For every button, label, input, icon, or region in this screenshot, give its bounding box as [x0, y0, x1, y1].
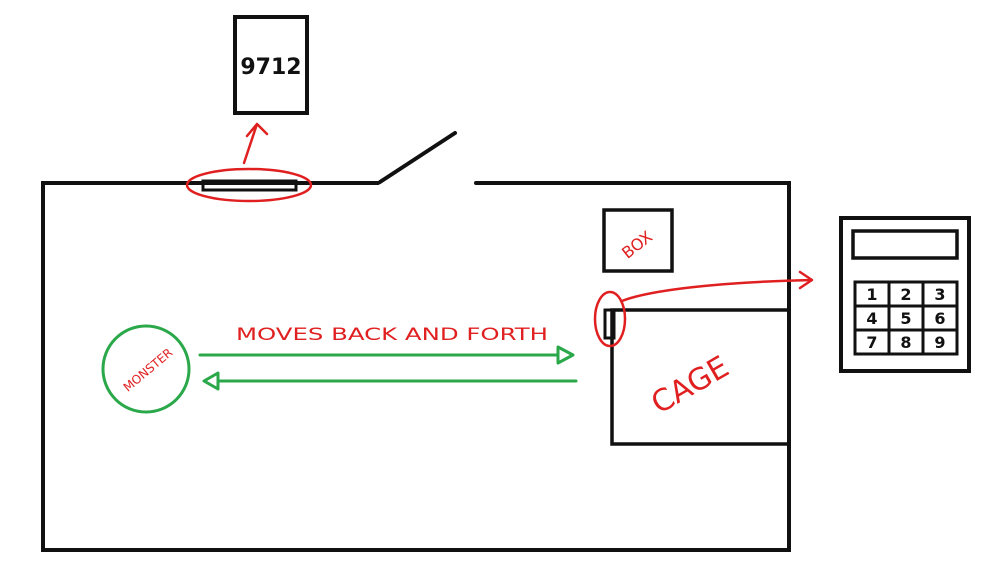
arrow-forth-head [556, 345, 575, 365]
keypad-key-label: 2 [900, 285, 911, 304]
keypad-keys: 1 2 3 4 5 6 7 8 9 [853, 280, 959, 356]
keypad-key-label: 5 [900, 309, 911, 328]
cage-label: CAGE [645, 349, 735, 421]
monster-path [198, 345, 578, 391]
room [41, 131, 791, 552]
keypad-key-6[interactable] [921, 304, 959, 332]
code-note [233, 15, 309, 115]
keypad-key-label: 4 [866, 309, 877, 328]
keypad-key-label: 3 [934, 285, 945, 304]
lock-zoom-arrow [620, 270, 814, 303]
code-note-text: 9712 [240, 55, 301, 80]
room-wall-left-top [41, 181, 791, 552]
keypad-key-9[interactable] [921, 328, 959, 356]
slot-highlight-circle [185, 167, 313, 203]
monster-label: MONSTER [121, 345, 176, 394]
monster[interactable] [101, 324, 191, 414]
keypad-key-1[interactable] [853, 280, 891, 308]
cage[interactable] [610, 308, 789, 446]
door[interactable] [378, 131, 457, 184]
keypad-display [851, 229, 959, 260]
wall-slot[interactable] [201, 179, 298, 192]
keypad: 1 2 3 4 5 6 7 8 9 [839, 216, 971, 373]
keypad-key-label: 8 [900, 333, 911, 352]
box-label: BOX [618, 227, 656, 262]
cage-lock[interactable] [603, 308, 616, 340]
moves-label: MOVES BACK AND FORTH [236, 325, 548, 345]
keypad-key-label: 6 [934, 309, 945, 328]
keypad-key-label: 1 [866, 285, 877, 304]
keypad-key-label: 9 [934, 333, 945, 352]
arrow-back-head [202, 371, 220, 391]
slot-zoom-arrow [242, 122, 269, 165]
lock-highlight-circle [593, 290, 627, 348]
box[interactable] [602, 208, 674, 273]
keypad-key-label: 7 [866, 333, 877, 352]
